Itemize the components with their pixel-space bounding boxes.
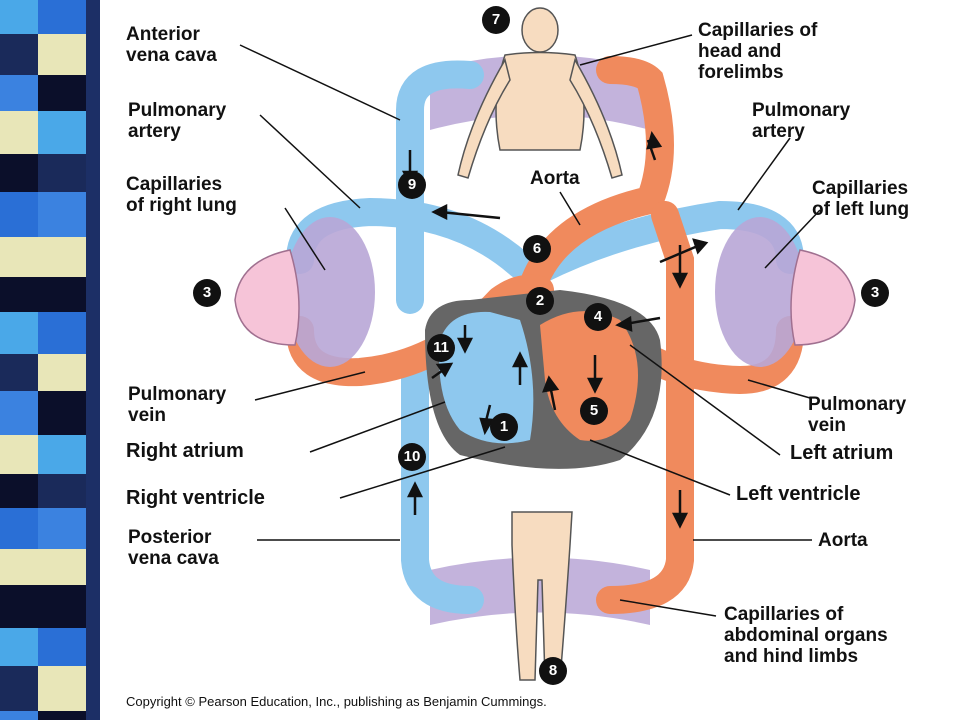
- stripe-block: [0, 354, 38, 391]
- stripe-block: [38, 666, 86, 711]
- step-number-3-left: 3: [193, 279, 221, 307]
- step-number-6: 6: [523, 235, 551, 263]
- pulmonary-vein-right-vessel: [286, 274, 554, 387]
- stripe-block: [0, 628, 38, 666]
- stripe-block: [0, 549, 38, 585]
- descending-aorta-vessel: [596, 201, 694, 614]
- left-heart-chambers: [540, 311, 638, 441]
- step-number-5: 5: [580, 397, 608, 425]
- stripe-block: [38, 237, 86, 277]
- right-lung: [234, 249, 300, 346]
- flow-arrows: [401, 131, 709, 529]
- step-number-3-right: 3: [861, 279, 889, 307]
- stripe-block: [38, 354, 86, 391]
- stripe-block: [38, 154, 86, 192]
- step-number-9: 9: [398, 171, 426, 199]
- anterior-vena-cava-vessel: [396, 60, 484, 314]
- stripe-block: [38, 585, 86, 628]
- aorta-arch-vessel: [521, 56, 674, 294]
- label-left-atrium: Left atrium: [790, 442, 894, 464]
- stripe-block: [38, 435, 86, 474]
- label-posterior-vena-cava: Posterior vena cava: [128, 527, 219, 569]
- step-number-1: 1: [490, 413, 518, 441]
- stripe-block: [38, 391, 86, 435]
- label-capillaries-abdominal-hind-limbs: Capillaries of abdominal organs and hind…: [724, 604, 888, 667]
- stripe-block: [38, 111, 86, 154]
- stripe-block: [38, 277, 86, 312]
- capillaries-right-lung-bed: [285, 217, 375, 367]
- capillaries-left-lung-bed: [715, 217, 805, 367]
- stripe-block: [38, 192, 86, 237]
- stripe-block: [0, 111, 38, 154]
- label-aorta-bottom: Aorta: [818, 530, 868, 551]
- step-number-8: 8: [539, 657, 567, 685]
- leader-lines: [239, 34, 821, 617]
- stripe-block: [38, 508, 86, 549]
- human-upper-figure: [457, 7, 623, 179]
- stripe-block: [38, 711, 86, 720]
- stripe-block: [0, 666, 38, 711]
- stripe-block: [0, 711, 38, 720]
- posterior-vena-cava-vessel: [401, 356, 484, 614]
- step-number-7: 7: [482, 6, 510, 34]
- stripe-block: [38, 628, 86, 666]
- label-pulmonary-vein-left: Pulmonary vein: [128, 384, 227, 426]
- stripe-block: [0, 508, 38, 549]
- step-number-4: 4: [584, 303, 612, 331]
- stripe-block: [38, 0, 86, 34]
- stripe-block: [0, 34, 38, 75]
- step-number-11: 11: [427, 334, 455, 362]
- stripe-block: [0, 391, 38, 435]
- stripe-block: [38, 312, 86, 354]
- stripe-block: [0, 237, 38, 277]
- stripe-block: [0, 0, 38, 34]
- human-lower-figure: [511, 511, 573, 681]
- stripe-block: [0, 474, 38, 508]
- stripe-block: [0, 312, 38, 354]
- label-anterior-vena-cava: Anterior vena cava: [126, 24, 217, 66]
- stripe-block: [0, 585, 38, 628]
- stripe-block: [0, 435, 38, 474]
- label-right-ventricle: Right ventricle: [126, 487, 265, 509]
- label-left-ventricle: Left ventricle: [736, 483, 861, 505]
- label-capillaries-head-forelimbs: Capillaries of head and forelimbs: [698, 20, 818, 83]
- stripe-block: [0, 75, 38, 111]
- decorative-stripe-bar: [0, 0, 100, 720]
- left-lung: [790, 249, 856, 346]
- stripe-block: [38, 549, 86, 585]
- label-pulmonary-artery-left: Pulmonary artery: [128, 100, 227, 142]
- label-right-atrium: Right atrium: [126, 440, 244, 462]
- stripe-block: [0, 277, 38, 312]
- label-pulmonary-vein-right: Pulmonary vein: [808, 394, 907, 436]
- label-capillaries-right-lung: Capillaries of right lung: [126, 174, 237, 216]
- stripe-block: [38, 474, 86, 508]
- stripe-block: [38, 75, 86, 111]
- label-capillaries-left-lung: Capillaries of left lung: [812, 178, 910, 220]
- stripe-block: [0, 192, 38, 237]
- stripe-block: [38, 34, 86, 75]
- capillaries-abdominal-bed: [430, 557, 650, 625]
- copyright-notice: Copyright © Pearson Education, Inc., pub…: [126, 694, 547, 709]
- label-aorta-top: Aorta: [530, 168, 580, 189]
- heart: [425, 290, 662, 469]
- step-number-10: 10: [398, 443, 426, 471]
- stripe-block: [0, 154, 38, 192]
- label-pulmonary-artery-right: Pulmonary artery: [752, 100, 851, 142]
- step-number-2: 2: [526, 287, 554, 315]
